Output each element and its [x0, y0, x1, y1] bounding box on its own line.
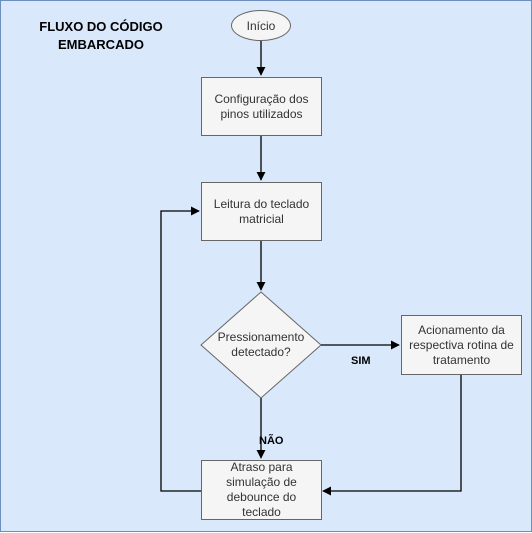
config-pins-node[interactable]: Configuração dos pinos utilizados	[201, 77, 322, 136]
read-keypad-label: Leitura do teclado matricial	[213, 196, 310, 226]
decision-label: Pressionamento detectado?	[217, 330, 305, 359]
no-edge-label: NÃO	[259, 435, 284, 447]
config-pins-label: Configuração dos pinos utilizados	[214, 91, 309, 121]
edge-action-delay	[322, 375, 462, 496]
start-node[interactable]: Início	[231, 10, 291, 41]
yes-edge-label: SIM	[351, 355, 371, 367]
debounce-delay-label: Atraso para simulação de debounce do tec…	[226, 460, 297, 519]
action-routine-node[interactable]: Acionamento da respectiva rotina de trat…	[401, 315, 522, 375]
read-keypad-node[interactable]: Leitura do teclado matricial	[201, 182, 322, 241]
action-routine-label: Acionamento da respectiva rotina de trat…	[409, 322, 514, 367]
diagram-title-line2: EMBARCADO	[58, 37, 144, 52]
edge-delay-read-loop	[160, 206, 201, 492]
diagram-title-line1: FLUXO DO CÓDIGO	[39, 19, 163, 34]
diagram-title: FLUXO DO CÓDIGO EMBARCADO	[21, 18, 181, 54]
start-node-label: Início	[246, 18, 276, 33]
debounce-delay-node[interactable]: Atraso para simulação de debounce do tec…	[201, 460, 322, 520]
